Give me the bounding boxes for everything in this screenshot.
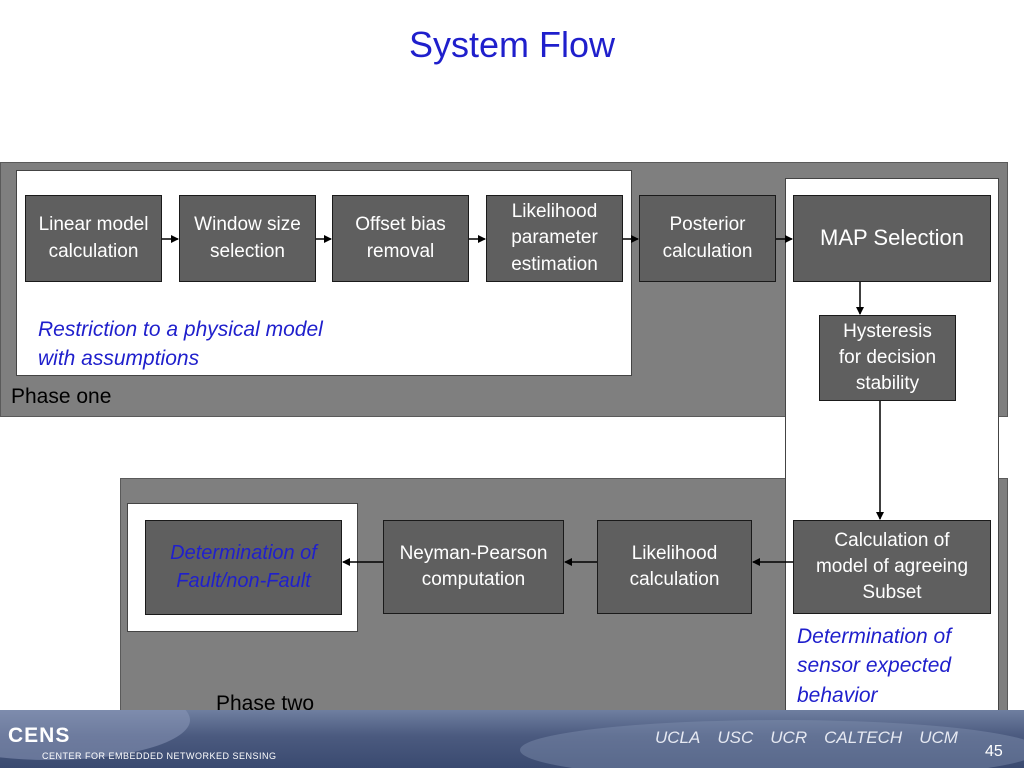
map-selection-box: MAP Selection bbox=[793, 195, 991, 282]
footer-swoosh-decoration bbox=[0, 710, 1024, 768]
org-name: CENTER FOR EMBEDDED NETWORKED SENSING bbox=[42, 751, 277, 761]
window-size-box: Window size selection bbox=[179, 195, 316, 282]
university-list: UCLA USC UCR CALTECH UCM bbox=[655, 728, 958, 748]
university-ucm: UCM bbox=[919, 728, 958, 747]
offset-bias-box: Offset bias removal bbox=[332, 195, 469, 282]
likelihood-parameter-box: Likelihood parameter estimation bbox=[486, 195, 623, 282]
university-usc: USC bbox=[717, 728, 754, 747]
phase-two-label: Phase two bbox=[216, 692, 315, 715]
university-ucla: UCLA bbox=[655, 728, 701, 747]
university-caltech: CALTECH bbox=[824, 728, 903, 747]
agreeing-subset-box: Calculation of model of agreeing Subset bbox=[793, 520, 991, 614]
cens-logo: CENS bbox=[8, 724, 71, 747]
posterior-calculation-box: Posterior calculation bbox=[639, 195, 776, 282]
likelihood-calculation-box: Likelihood calculation bbox=[597, 520, 752, 614]
neyman-pearson-box: Neyman-Pearson computation bbox=[383, 520, 564, 614]
footer-bar bbox=[0, 710, 1024, 768]
fault-determination-box: Determination of Fault/non-Fault bbox=[145, 520, 342, 615]
page-number: 45 bbox=[985, 743, 1003, 760]
slide-title: System Flow bbox=[408, 24, 616, 65]
hysteresis-box: Hysteresis for decision stability bbox=[819, 315, 956, 401]
physical-model-note: Restriction to a physical model with ass… bbox=[38, 318, 323, 371]
expected-behavior-note: Determination of sensor expected behavio… bbox=[797, 625, 952, 707]
phase-one-label: Phase one bbox=[11, 385, 112, 408]
linear-model-box: Linear model calculation bbox=[25, 195, 162, 282]
university-ucr: UCR bbox=[770, 728, 808, 747]
